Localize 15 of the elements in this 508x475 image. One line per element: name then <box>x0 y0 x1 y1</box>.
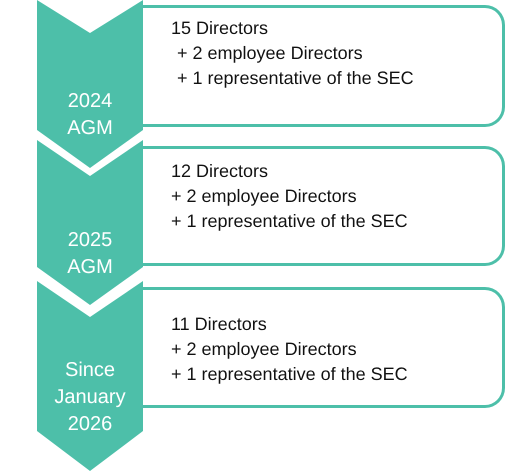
board-composition-text: + 1 representative of the SEC <box>177 67 414 90</box>
board-composition-text: + 1 representative of the SEC <box>171 363 408 386</box>
board-composition-text: + 1 representative of the SEC <box>171 210 408 233</box>
period-label: Since January 2026 <box>53 358 127 437</box>
board-composition-text: 12 Directors <box>171 160 268 183</box>
info-box <box>143 5 505 127</box>
board-composition-text: + 2 employee Directors <box>171 185 357 208</box>
info-box <box>143 287 505 408</box>
board-composition-text: + 2 employee Directors <box>177 42 363 65</box>
info-box <box>143 146 505 266</box>
period-label: 2024 AGM <box>66 89 114 141</box>
board-composition-text: 15 Directors <box>171 17 268 40</box>
board-composition-text: + 2 employee Directors <box>171 338 357 361</box>
period-label: 2025 AGM <box>66 228 114 280</box>
board-composition-text: 11 Directors <box>171 313 267 336</box>
